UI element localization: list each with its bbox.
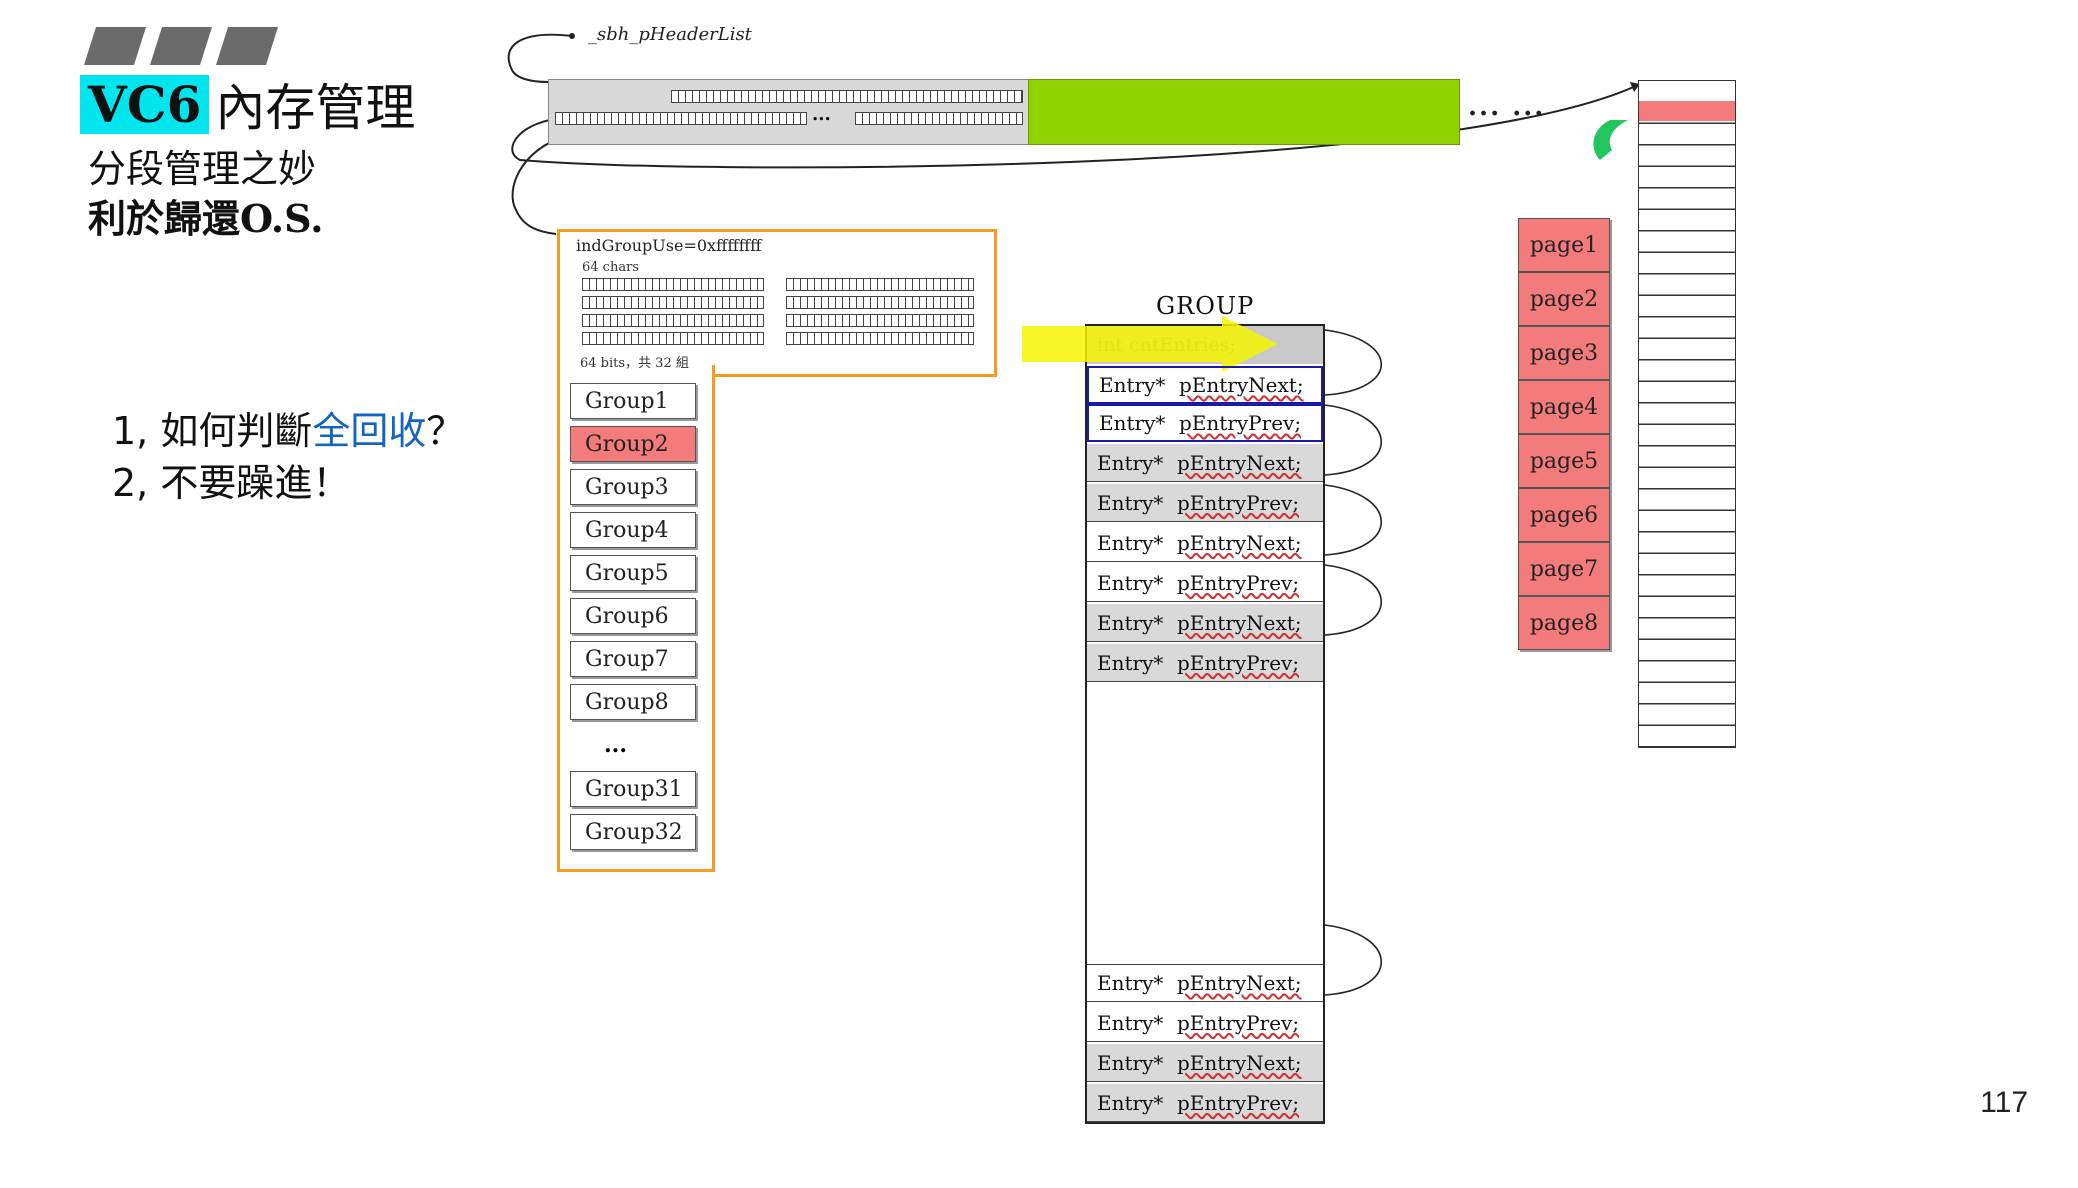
header-bar: [548, 79, 1030, 145]
memory-highlight-cell: [1639, 101, 1735, 121]
group-item-active[interactable]: Group2: [570, 426, 696, 462]
note-1-highlight: 全回收: [312, 409, 427, 453]
title-text: 內存管理: [215, 79, 416, 137]
memory-column: [1638, 80, 1736, 748]
entry-row: Entry*pEntryNext;: [1087, 604, 1323, 642]
entry-row: Entry*pEntryNext;: [1087, 964, 1323, 1002]
header-inner-ellipsis: ...: [812, 104, 831, 125]
entry-row: Entry*pEntryPrev;: [1087, 484, 1323, 522]
group-item[interactable]: Group6: [570, 598, 696, 634]
page-block[interactable]: page7: [1518, 542, 1610, 596]
page-block[interactable]: page8: [1518, 596, 1610, 650]
note-1: 1, 如何判斷全回收？: [112, 409, 465, 453]
group-item[interactable]: Group4: [570, 512, 696, 548]
entry-row: Entry*pEntryPrev;: [1087, 404, 1323, 442]
yellow-arrow-icon: [1022, 316, 1278, 372]
page-block[interactable]: page4: [1518, 380, 1610, 434]
title-decoration: [84, 27, 278, 65]
page-block[interactable]: page3: [1518, 326, 1610, 380]
title-highlight: VC6: [80, 74, 210, 134]
note-2: 2, 不要躁進！: [112, 461, 351, 505]
region-sub: 64 chars: [582, 260, 639, 275]
header-ellipsis: ... ...: [1468, 92, 1546, 122]
entry-row: Entry*pEntryNext;: [1087, 366, 1323, 404]
group-item[interactable]: Group3: [570, 469, 696, 505]
bitmap-grid: [580, 276, 980, 348]
group-item[interactable]: Group32: [570, 814, 696, 850]
header-green-block: [1028, 79, 1460, 145]
group-item[interactable]: Group31: [570, 771, 696, 807]
region-foot: 64 bits，共 32 組: [580, 356, 689, 371]
entry-row: Entry*pEntryNext;: [1087, 1044, 1323, 1082]
entry-row: Entry*pEntryNext;: [1087, 524, 1323, 562]
subtitle-line-1: 分段管理之妙: [88, 147, 317, 191]
entry-row: Entry*pEntryNext;: [1087, 444, 1323, 482]
entry-row: Entry*pEntryPrev;: [1087, 1084, 1323, 1122]
group-item[interactable]: Group7: [570, 641, 696, 677]
page-title: VC6 內存管理: [80, 74, 415, 137]
groups-ellipsis: ...: [604, 732, 627, 758]
slide-page-number: 117: [1980, 1086, 2028, 1119]
header-list-label: _sbh_pHeaderList: [588, 24, 752, 45]
subtitle-line-2: 利於歸還O.S.: [88, 196, 324, 241]
region-title: indGroupUse=0xffffffff: [576, 236, 762, 255]
group-item[interactable]: Group5: [570, 555, 696, 591]
group-item[interactable]: Group8: [570, 684, 696, 720]
group-item[interactable]: Group1: [570, 383, 696, 419]
page-block[interactable]: page6: [1518, 488, 1610, 542]
entry-row: Entry*pEntryPrev;: [1087, 1004, 1323, 1042]
page-block[interactable]: page1: [1518, 218, 1610, 272]
entry-row: Entry*pEntryPrev;: [1087, 644, 1323, 682]
entry-row: Entry*pEntryPrev;: [1087, 564, 1323, 602]
page-block[interactable]: page5: [1518, 434, 1610, 488]
group-detail-title: GROUP: [1156, 292, 1255, 320]
page-block[interactable]: page2: [1518, 272, 1610, 326]
